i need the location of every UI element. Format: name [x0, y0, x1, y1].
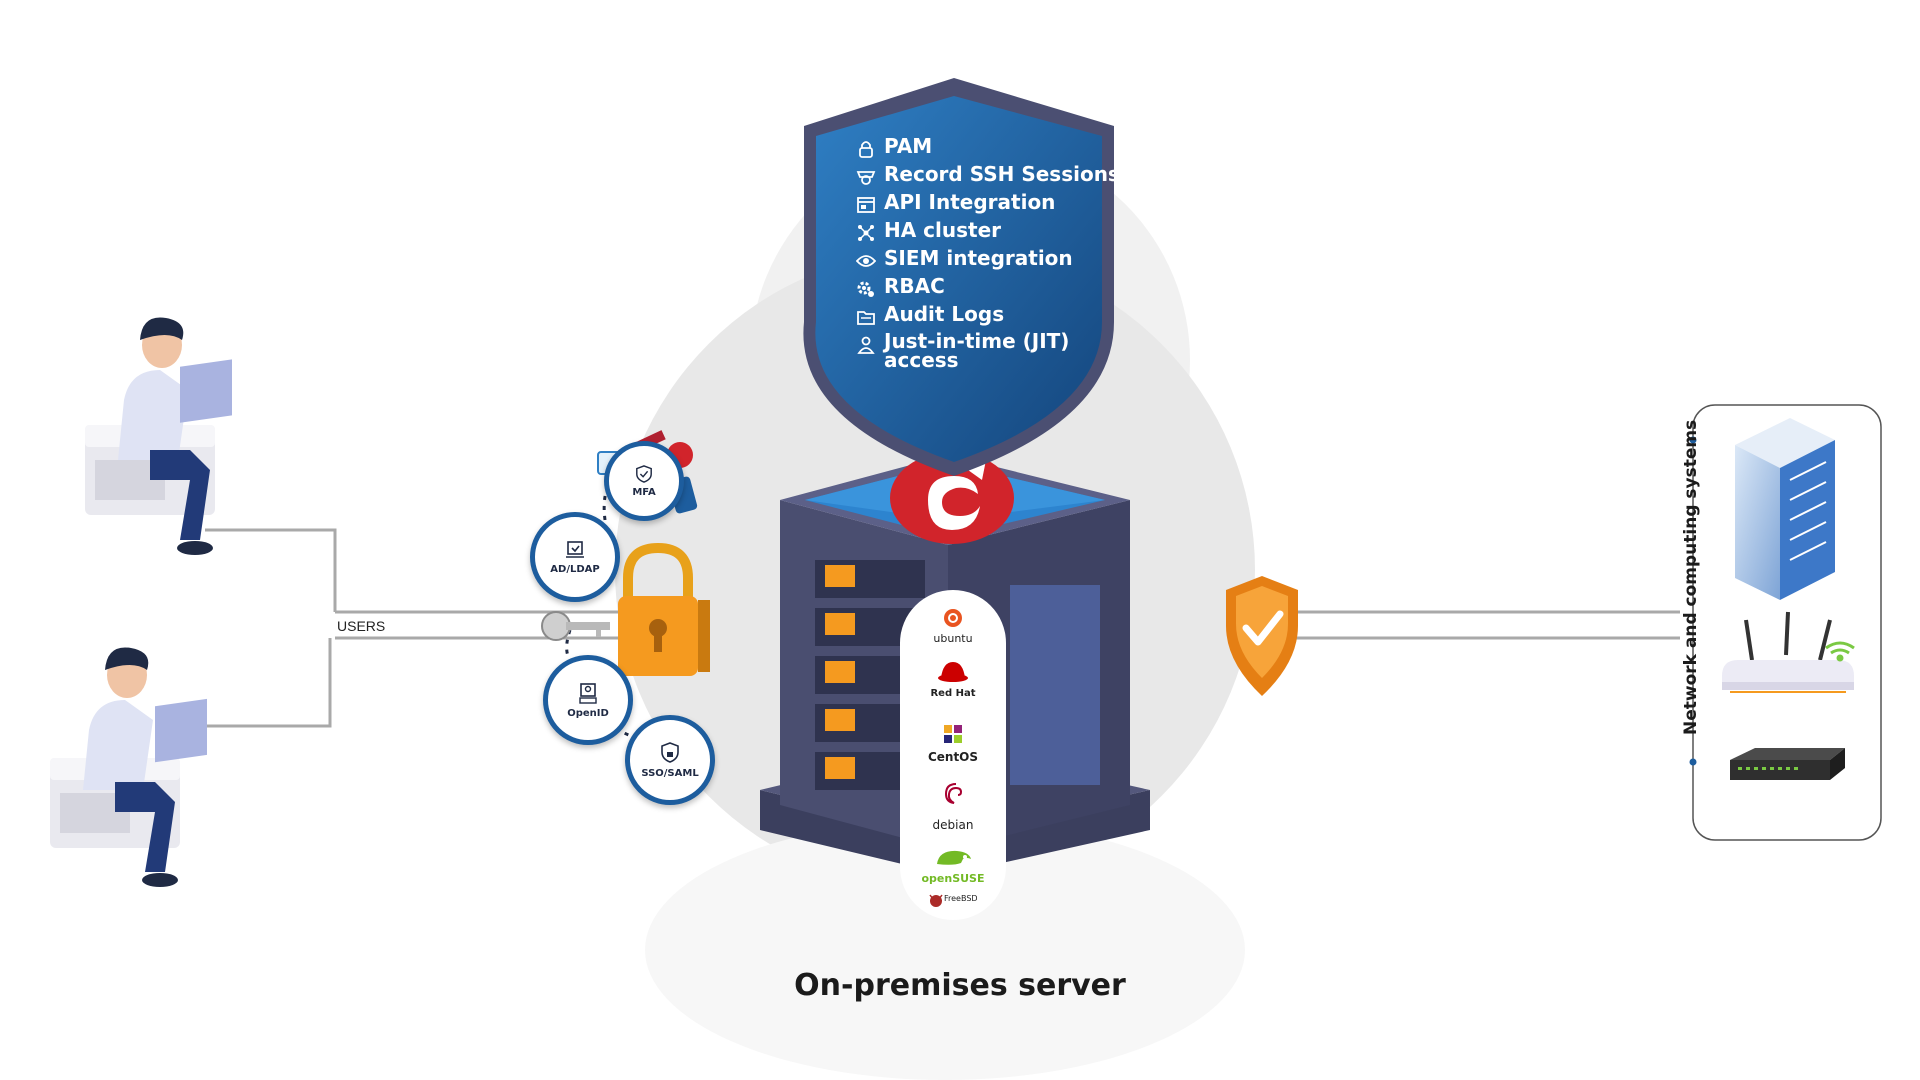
auth-method-openid: OpenID [543, 655, 633, 745]
feature-label: SIEM integration [884, 246, 1073, 270]
os-logo-stack: ubuntu Red Hat CentOS debian openSUSE Fr… [910, 600, 996, 920]
feature-label: HA cluster [884, 218, 1002, 242]
lock-icon [859, 141, 873, 158]
feature-label: RBAC [884, 274, 945, 298]
feature-item: RBAC [856, 276, 945, 299]
feature-label: PAM [884, 134, 933, 158]
user-bottom-illustration [50, 647, 207, 887]
feature-item: API Integration [856, 192, 1055, 215]
feature-label: API Integration [884, 190, 1056, 214]
ubuntu-logo-icon [944, 609, 962, 627]
feature-item: Just-in-time (JIT) access [856, 329, 1070, 372]
os-label: openSUSE [921, 872, 985, 885]
key-icon [541, 611, 610, 641]
users-label: USERS [337, 618, 386, 634]
debian-logo-icon [944, 783, 963, 804]
network-switch [1730, 748, 1845, 780]
floor-glow [645, 820, 1245, 1080]
user-connection-lines [170, 528, 640, 728]
folder-icon [857, 311, 875, 325]
os-label: CentOS [927, 750, 979, 764]
os-label: debian [932, 818, 974, 832]
auth-method-ad-ldap: AD/LDAP [530, 512, 620, 602]
server-side-panel [1010, 585, 1100, 785]
padlock-icon [618, 542, 710, 676]
os-logo-pill [900, 590, 1006, 920]
feature-item: PAM [856, 136, 932, 159]
auth-method-sso-saml: SSO/SAML [625, 715, 715, 805]
eye-icon [856, 255, 876, 267]
os-label: ubuntu [933, 632, 973, 645]
wifi-icon [1825, 641, 1855, 662]
opensuse-logo-icon [937, 850, 971, 865]
network-panel-dot-bottom [1689, 758, 1697, 766]
feature-item: HA cluster [856, 220, 1001, 243]
auth-method-label: MFA [632, 486, 656, 498]
brand-logo-icon [890, 452, 1014, 544]
network-server-tower [1735, 418, 1835, 600]
camera-icon [856, 171, 876, 185]
network-router [1722, 611, 1855, 693]
cluster-icon [858, 225, 874, 241]
network-label: Network and computing systems [1681, 419, 1701, 735]
shield-check-icon [636, 464, 652, 483]
feature-label: Audit Logs [884, 302, 1005, 326]
feature-label: Record SSH Sessions [884, 162, 1120, 186]
id-card-icon [579, 682, 597, 704]
feature-item: Audit Logs [856, 304, 1004, 327]
network-connection-lines [1285, 610, 1680, 640]
feature-item: Record SSH Sessions [856, 164, 1120, 187]
redhat-logo-icon [938, 662, 968, 682]
auth-method-label: OpenID [567, 707, 609, 719]
user-lock-icon [857, 336, 875, 354]
window-icon [857, 197, 875, 213]
server-label: On-premises server [794, 968, 1126, 1003]
feature-label: Just-in-time (JIT) access [884, 329, 1070, 372]
gears-icon [857, 281, 874, 297]
auth-method-mfa: MFA [604, 441, 684, 521]
os-label: Red Hat [930, 688, 976, 699]
network-panel-dot-top [1689, 436, 1697, 444]
directory-icon [566, 540, 584, 558]
os-label: FreeBSD [944, 894, 978, 903]
feature-item: SIEM integration [856, 248, 1073, 271]
security-check-shield-icon [1226, 576, 1298, 696]
shield-lock-icon [661, 741, 679, 763]
user-top-illustration [85, 317, 232, 555]
auth-method-label: SSO/SAML [641, 767, 699, 779]
features-shield [803, 78, 1114, 476]
freebsd-logo-icon [929, 894, 943, 907]
centos-logo-icon [944, 725, 962, 743]
auth-method-label: AD/LDAP [550, 563, 600, 575]
